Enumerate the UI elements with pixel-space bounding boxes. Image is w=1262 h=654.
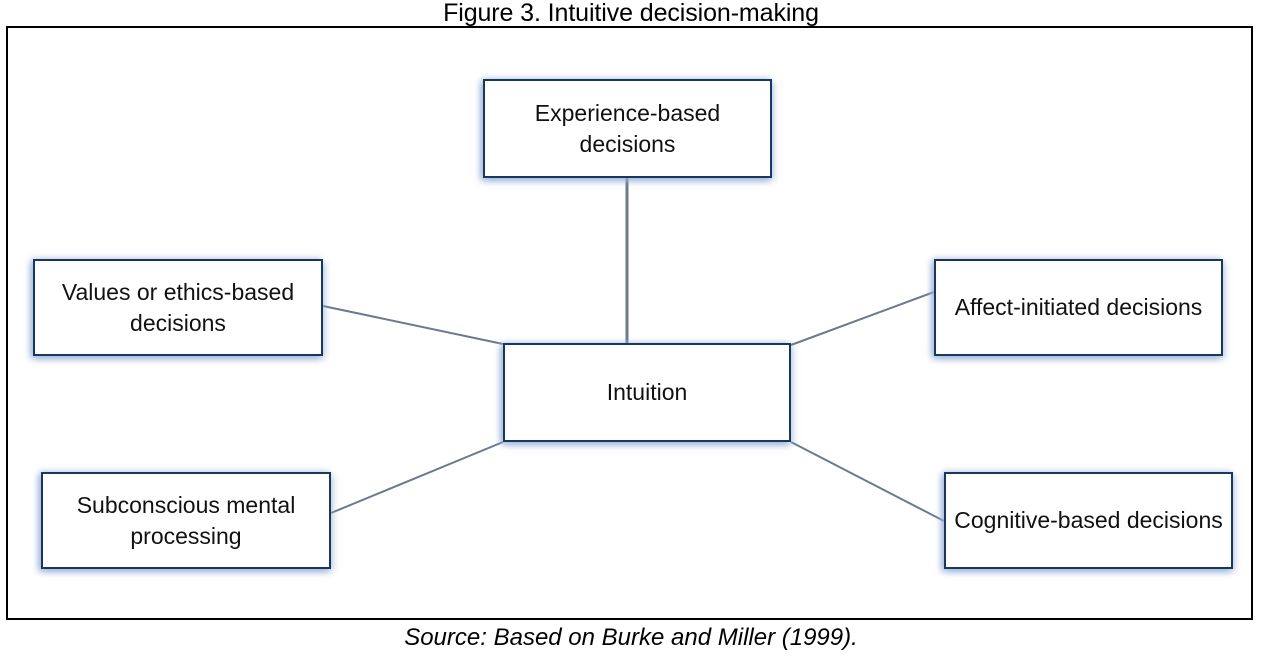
connector-affect-intuition <box>790 291 935 346</box>
source-caption: Source: Based on Burke and Miller (1999)… <box>404 624 858 651</box>
figure-title: Figure 3. Intuitive decision-making <box>443 0 819 27</box>
node-label: Intuition <box>606 379 688 405</box>
node-values-or-ethics-based-decisions[interactable]: Values or ethics-based decisions <box>33 259 323 356</box>
node-subconscious-mental-processing[interactable]: Subconscious mental processing <box>41 472 331 569</box>
node-affect-initiated-decisions[interactable]: Affect-initiated decisions <box>934 259 1223 356</box>
node-label: Subconscious mental processing <box>76 491 296 549</box>
node-label: Cognitive-based decisions <box>954 507 1223 533</box>
connector-cognitive-intuition <box>790 441 945 522</box>
node-label: Affect-initiated decisions <box>954 294 1203 320</box>
node-label: Values or ethics-based decisions <box>61 278 295 336</box>
node-cognitive-based-decisions[interactable]: Cognitive-based decisions <box>944 472 1233 569</box>
node-experience-based-decisions[interactable]: Experience-based decisions <box>483 79 772 178</box>
node-intuition[interactable]: Intuition <box>503 343 791 442</box>
connector-values-intuition <box>322 305 504 345</box>
connector-subconscious-intuition <box>330 441 504 514</box>
node-label: Experience-based decisions <box>534 99 721 157</box>
